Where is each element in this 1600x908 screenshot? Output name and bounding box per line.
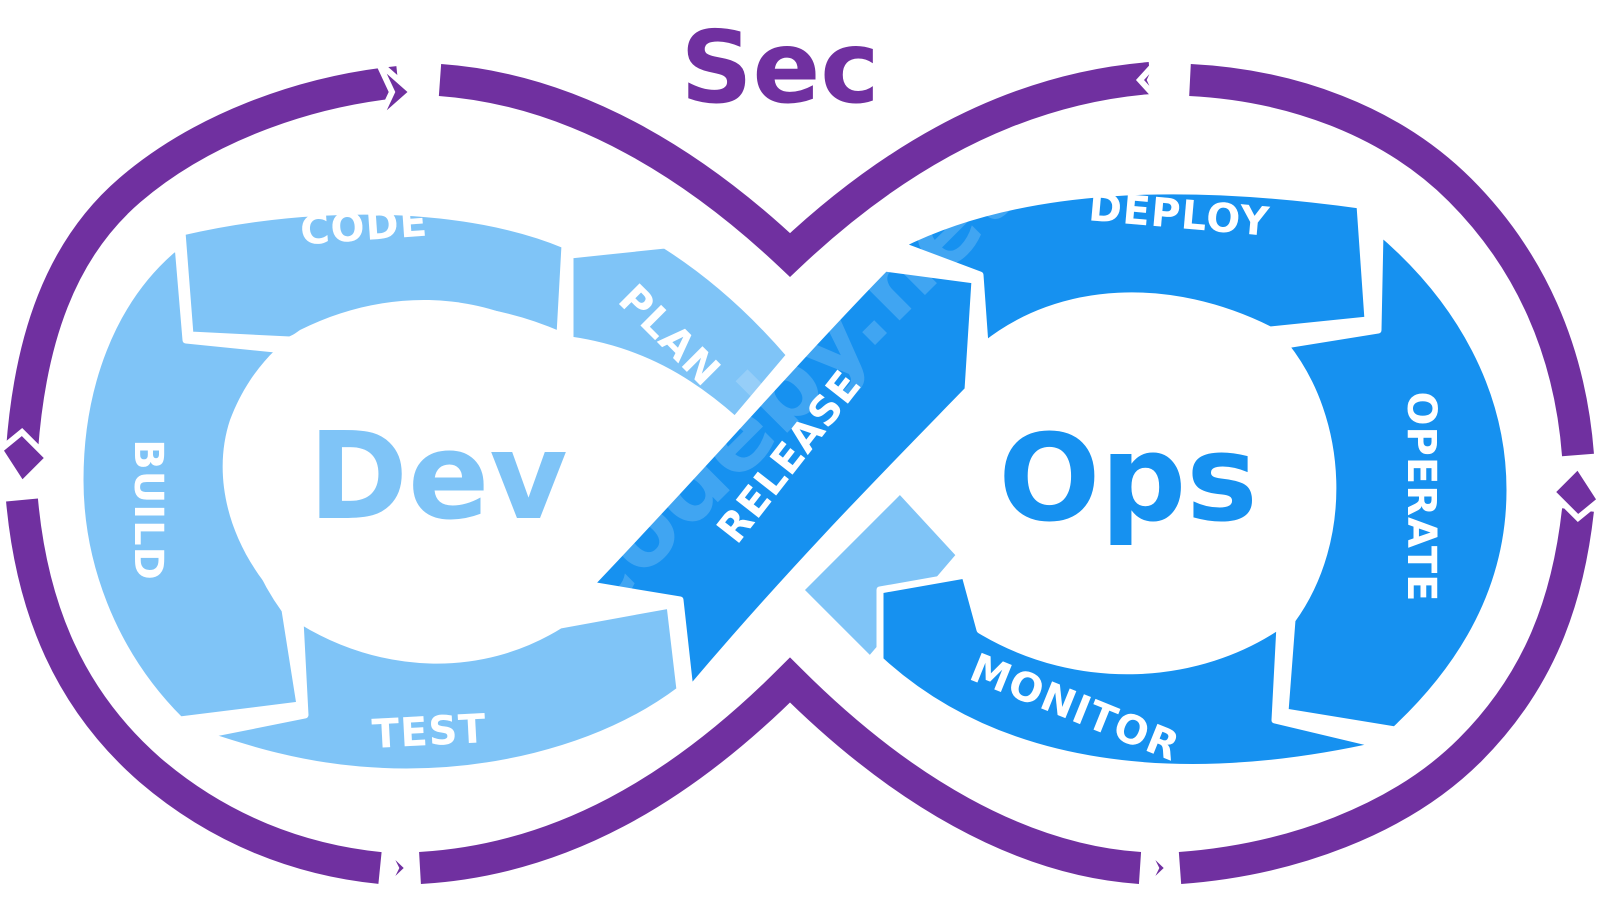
sec-ring-arrow-top-right (1135, 55, 1163, 105)
sec-title: Sec (680, 9, 879, 126)
segment-deploy (896, 187, 1372, 349)
sec-ring (0, 55, 1600, 893)
segment-monitor (876, 571, 1384, 771)
stage-label-code: CODE (299, 200, 430, 255)
sec-ring-arrow-bottom-right (1142, 843, 1173, 893)
ops-loop (586, 187, 1514, 771)
segment-test (201, 601, 684, 776)
segment-ops-connector (796, 486, 964, 664)
sec-ring-segment-top-center (438, 62, 1152, 278)
segment-release (586, 264, 979, 694)
stage-label-operate: OPERATE (1398, 392, 1444, 603)
segment-plan (566, 241, 794, 424)
stage-label-test: TEST (371, 706, 488, 758)
dev-loop (76, 207, 964, 776)
sec-ring-arrow-right (1547, 461, 1600, 523)
sec-ring-arrow-top-left (375, 59, 417, 125)
sec-ring-segment-top-right (1189, 64, 1594, 457)
sec-ring-segment-bottom-left (6, 498, 382, 884)
stage-label-build: BUILD (125, 439, 171, 581)
dev-label: Dev (308, 408, 567, 547)
ops-label: Ops (998, 410, 1257, 549)
ops-center (960, 301, 1333, 648)
sec-ring-segment-bottom-center (419, 657, 1142, 884)
sec-ring-segment-top-left (6, 66, 400, 452)
dev-center (222, 300, 650, 636)
sec-ring-segment-bottom-right (1178, 508, 1594, 884)
sec-ring-arrow-bottom-left (382, 843, 413, 893)
sec-ring-arrow-left (0, 427, 53, 489)
